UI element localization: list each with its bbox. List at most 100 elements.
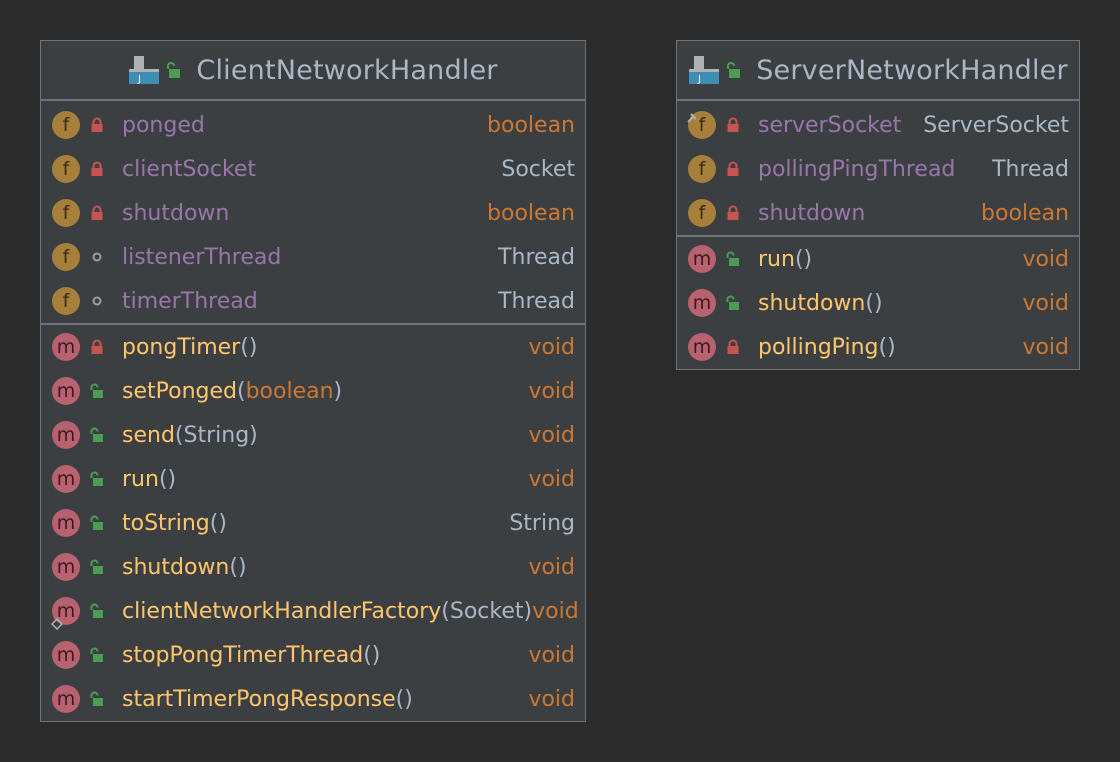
open-paren: ( — [236, 378, 246, 404]
badge-letter: m — [692, 335, 712, 358]
method-signature: pongTimer() — [122, 335, 257, 360]
private-lock-icon — [727, 161, 739, 176]
package-visibility-icon — [92, 252, 102, 262]
method-row[interactable]: m toString() String — [41, 501, 585, 545]
field-name: shutdown — [758, 200, 866, 226]
method-badge-icon: m — [52, 641, 80, 669]
field-type: boolean — [487, 200, 575, 226]
return-type: void — [528, 686, 575, 712]
field-name: shutdown — [122, 200, 230, 226]
method-name: clientNetworkHandlerFactory — [122, 598, 442, 624]
method-badge-icon: m — [688, 289, 716, 317]
public-lock-icon — [90, 427, 103, 442]
method-name: pollingPing — [758, 334, 879, 360]
badge-letter: f — [698, 201, 706, 224]
badge-letter: m — [56, 599, 76, 622]
field-type: Socket — [501, 156, 575, 182]
visibility-indicator — [90, 603, 104, 619]
open-paren: ( — [395, 686, 405, 712]
method-name: shutdown — [122, 554, 230, 580]
close-paren: ) — [371, 642, 381, 668]
public-lock-icon — [90, 559, 103, 574]
private-lock-icon — [91, 117, 103, 132]
return-type: void — [528, 642, 575, 668]
field-badge-icon: f — [52, 199, 80, 227]
field-type: boolean — [487, 112, 575, 138]
class-title: ServerNetworkHandler — [756, 54, 1068, 86]
private-lock-icon — [727, 339, 739, 354]
field-row[interactable]: f shutdown boolean — [41, 191, 585, 235]
public-lock-icon — [90, 383, 103, 398]
badge-letter: f — [698, 113, 706, 136]
method-badge-icon: m — [52, 421, 80, 449]
open-paren: ( — [363, 642, 372, 668]
method-name: send — [122, 422, 175, 448]
close-paren: ) — [237, 554, 247, 580]
method-badge-icon: m — [52, 685, 80, 713]
visibility-indicator — [726, 161, 740, 177]
class-header-icons: J — [128, 55, 182, 85]
return-type: String — [509, 510, 575, 536]
return-type: void — [528, 422, 575, 448]
method-name: run — [122, 466, 159, 492]
visibility-indicator — [90, 293, 104, 309]
return-type: void — [528, 554, 575, 580]
class-header: J ServerNetworkHandler — [677, 41, 1079, 101]
method-badge-icon: m — [52, 509, 80, 537]
close-paren: ) — [523, 598, 533, 624]
method-name: pongTimer — [122, 334, 241, 360]
field-name: clientSocket — [122, 156, 257, 182]
field-badge-icon: f — [688, 155, 716, 183]
method-name: startTimerPongResponse — [122, 686, 396, 712]
parameter-type: String — [183, 422, 250, 448]
visibility-indicator — [90, 339, 104, 355]
private-lock-icon — [91, 205, 103, 220]
svg-text:J: J — [697, 74, 701, 85]
field-name: ponged — [122, 112, 205, 138]
badge-letter: m — [692, 247, 712, 270]
fields-section: f ponged boolean f clientSocket Socket f shutdo… — [41, 101, 585, 325]
field-badge-icon: f — [52, 243, 80, 271]
visibility-indicator — [90, 205, 104, 221]
svg-text:J: J — [137, 74, 141, 85]
return-type: void — [1022, 246, 1069, 272]
open-paren: ( — [209, 510, 219, 536]
badge-letter: m — [56, 467, 76, 490]
badge-letter: f — [62, 289, 70, 312]
public-lock-icon — [167, 62, 181, 78]
close-paren: ) — [218, 510, 227, 536]
visibility-indicator — [90, 427, 104, 443]
method-signature: clientNetworkHandlerFactory(Socket) — [122, 599, 532, 624]
return-type: void — [528, 466, 575, 492]
open-paren: ( — [794, 246, 804, 272]
field-name: listenerThread — [122, 244, 282, 270]
visibility-indicator — [726, 339, 740, 355]
badge-letter: f — [62, 245, 70, 268]
badge-letter: m — [56, 423, 76, 446]
field-name: timerThread — [122, 288, 258, 314]
visibility-indicator — [90, 383, 104, 399]
public-lock-icon — [90, 515, 103, 530]
method-name: toString — [122, 510, 210, 536]
